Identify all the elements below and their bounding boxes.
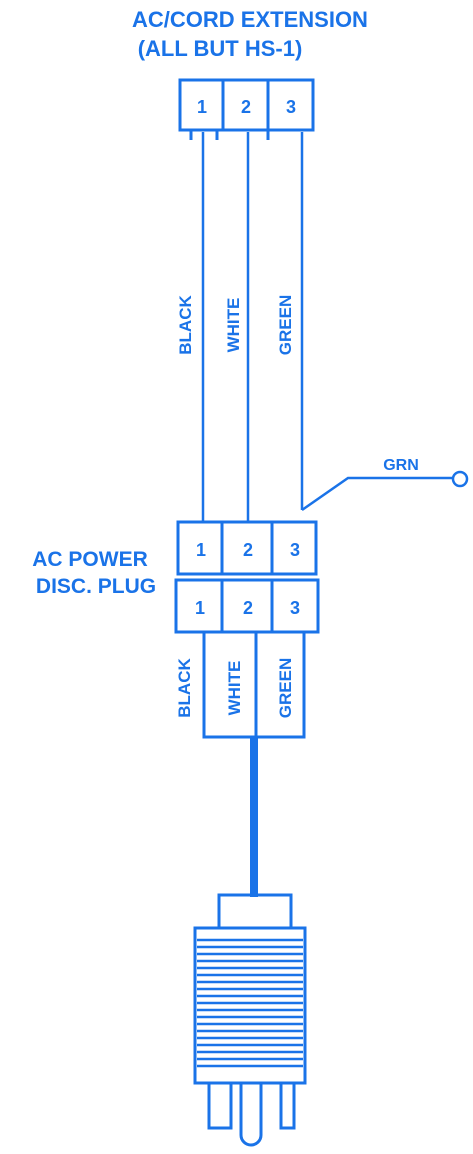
- extension-pin-1: 1: [197, 97, 207, 117]
- extension-title-line1: AC/CORD EXTENSION: [132, 7, 368, 32]
- disc-plug-bottom-pin-1: 1: [195, 598, 205, 618]
- disc-plug-body: [174, 520, 320, 634]
- disc-plug-top-pin-3: 3: [290, 540, 300, 560]
- ground-lead: [301, 470, 469, 512]
- extension-connector: [178, 78, 315, 140]
- disc-plug-label-line2: DISC. PLUG: [36, 575, 156, 598]
- plug-prong-right: [279, 1081, 296, 1130]
- plug-strain-relief: [217, 893, 293, 930]
- extension-wires: [201, 132, 304, 522]
- extension-wire-label-white: WHITE: [224, 298, 243, 353]
- extension-wire-label-green: GREEN: [276, 295, 295, 355]
- cord-wire-label-green: GREEN: [276, 658, 295, 718]
- disc-plug-bottom-half: [174, 578, 320, 634]
- cord-wire-label-black: BLACK: [175, 658, 194, 718]
- extension-connector-body: [178, 78, 315, 132]
- plug-ribs: [197, 938, 303, 1068]
- disc-plug-label-line1: AC POWER: [32, 548, 148, 571]
- extension-title-line2: (ALL BUT HS-1): [138, 36, 303, 61]
- ground-terminal-icon: [451, 470, 469, 488]
- disc-plug-top-half: [176, 520, 318, 576]
- cord-wire-label-white: WHITE: [225, 661, 244, 716]
- ac-plug-icon: [193, 893, 307, 1085]
- disc-plug-top-pin-2: 2: [243, 540, 253, 560]
- ground-lead-label: GRN: [383, 457, 419, 474]
- extension-wire-label-black: BLACK: [176, 295, 195, 355]
- extension-pin-3: 3: [286, 97, 296, 117]
- plug-prong-left: [207, 1081, 233, 1130]
- power-cord: [250, 737, 258, 897]
- plug-ground-prong: [239, 1083, 263, 1147]
- disc-plug-bottom-pin-2: 2: [243, 598, 253, 618]
- extension-pin-2: 2: [241, 97, 251, 117]
- plug-prongs: [207, 1081, 296, 1147]
- plug-body: [193, 926, 307, 1085]
- disc-plug-top-pin-1: 1: [196, 540, 206, 560]
- disc-plug-bottom-pin-3: 3: [290, 598, 300, 618]
